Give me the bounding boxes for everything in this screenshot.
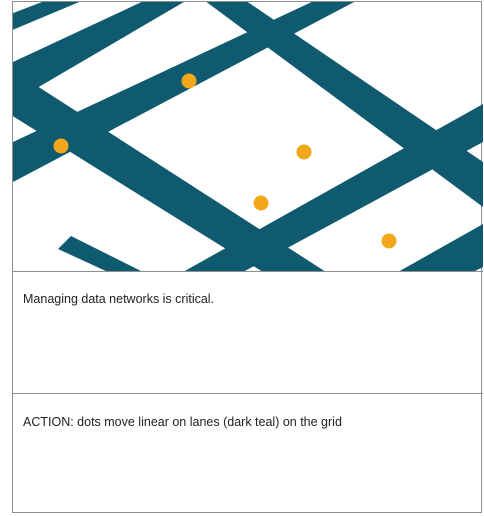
data-lane: [13, 2, 184, 102]
data-lane: [206, 2, 483, 207]
caption-text: Managing data networks is critical.: [23, 292, 215, 306]
data-lane: [13, 2, 80, 30]
data-dot: [181, 73, 197, 89]
panel-divider-top: [13, 271, 483, 272]
data-dot: [53, 138, 69, 154]
data-dot: [296, 144, 312, 160]
lanes-group: [13, 2, 483, 272]
dots-group: [53, 73, 397, 249]
data-dot: [253, 195, 269, 211]
storyboard-frame: Managing data networks is critical. ACTI…: [12, 1, 483, 513]
data-dot: [381, 233, 397, 249]
data-lane: [13, 2, 355, 182]
data-lane: [58, 236, 143, 272]
data-lane: [398, 224, 483, 272]
network-lanes-illustration: [13, 2, 483, 272]
action-note-text: ACTION: dots move linear on lanes (dark …: [23, 415, 342, 429]
data-lane: [13, 70, 326, 272]
network-lanes-svg: [13, 2, 483, 272]
panel-divider-bottom: [13, 393, 483, 394]
